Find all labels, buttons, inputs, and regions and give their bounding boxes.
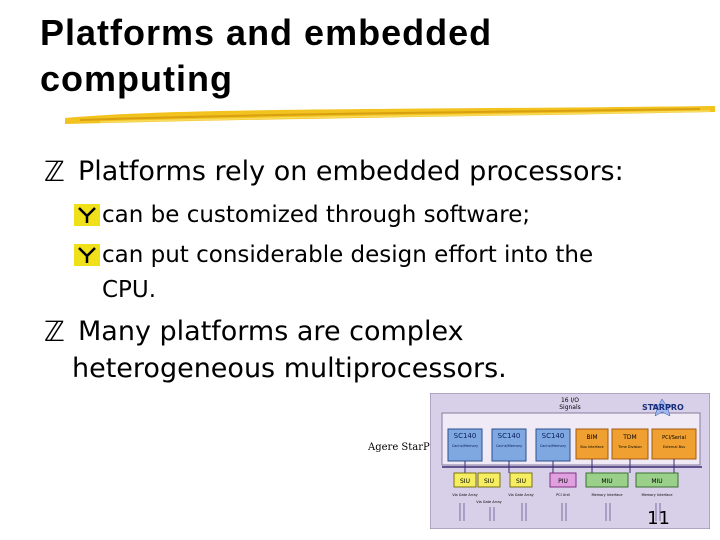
svg-text:SC140: SC140 — [498, 432, 521, 440]
bullet-text: can be customized through software; — [102, 202, 531, 228]
svg-text:Cache/Memory: Cache/Memory — [452, 444, 478, 448]
core-block: SC140 Cache/Memory — [491, 428, 527, 462]
bullet-continuation: CPU. — [102, 275, 156, 305]
core-block: SC140 Cache/Memory — [535, 428, 571, 462]
title-underline-brush — [65, 106, 715, 124]
svg-text:PCI/Serial: PCI/Serial — [662, 435, 686, 441]
z-bullet-icon: ℤ — [44, 155, 65, 188]
svg-text:Via Gate Array: Via Gate Array — [476, 500, 501, 504]
svg-text:Bus Interface: Bus Interface — [580, 445, 603, 449]
svg-text:Time Division: Time Division — [617, 445, 642, 449]
bullet-continuation: heterogeneous multiprocessors. — [72, 352, 507, 386]
bullet-text: Many platforms are complex — [78, 316, 464, 347]
lower-block: SIU Via Gate Array — [476, 472, 502, 504]
svg-text:Cache/Memory: Cache/Memory — [540, 444, 566, 448]
slide-title: Platforms and embedded computing — [40, 10, 640, 102]
chip-top-label: 16 I/O — [561, 397, 579, 404]
svg-text:STARPRO: STARPRO — [642, 403, 684, 412]
svg-text:TDM: TDM — [622, 434, 636, 441]
page-number: 11 — [647, 508, 670, 529]
svg-text:Via Gate Array: Via Gate Array — [452, 493, 477, 497]
chip-top-label-2: Signals — [559, 404, 581, 411]
lower-block: MIU Memory Interface — [585, 472, 629, 497]
z-bullet-icon: ℤ — [44, 315, 65, 348]
core-block: SC140 Cache/Memory — [447, 428, 483, 462]
svg-text:SC140: SC140 — [542, 432, 565, 440]
svg-text:PCI Unit: PCI Unit — [556, 493, 570, 497]
lower-block: MIU Memory Interface — [635, 472, 679, 497]
svg-text:MIU: MIU — [601, 478, 612, 485]
core-block: TDM Time Division — [611, 428, 649, 460]
svg-text:Cache/Memory: Cache/Memory — [496, 444, 522, 448]
starpro-chip-diagram: 16 I/O Signals STARPRO SC140 Cache/Memor… — [430, 393, 710, 529]
figure-caption: Agere StarPro — [368, 442, 441, 453]
lower-block: SIU Via Gate Array — [452, 472, 478, 497]
svg-text:MIU: MIU — [651, 478, 662, 485]
bullet-level1: ℤ Many platforms are complex — [44, 315, 464, 349]
slide-title-line2: computing — [40, 58, 233, 99]
core-block: BIM Bus Interface — [575, 428, 609, 460]
bullet-text: heterogeneous multiprocessors. — [72, 353, 507, 384]
svg-text:Memory Interface: Memory Interface — [591, 493, 622, 497]
slide-title-line1: Platforms and embedded — [40, 12, 493, 53]
svg-text:SIU: SIU — [460, 478, 470, 485]
svg-text:SIU: SIU — [516, 478, 526, 485]
svg-text:BIM: BIM — [586, 434, 597, 441]
starpro-logo: STARPRO — [642, 398, 684, 417]
checkbox-bullet-icon — [74, 244, 100, 266]
svg-text:Memory Interface: Memory Interface — [641, 493, 672, 497]
bullet-level2: can put considerable design effort into … — [74, 240, 593, 270]
bullet-text: Platforms rely on embedded processors: — [78, 156, 624, 187]
bullet-level2: can be customized through software; — [74, 200, 530, 230]
svg-text:Via Gate Array: Via Gate Array — [508, 493, 533, 497]
bullet-text: CPU. — [102, 277, 157, 303]
checkbox-bullet-icon — [74, 204, 100, 226]
lower-block: PIU PCI Unit — [549, 472, 577, 497]
core-block: PCI/Serial External Bus — [651, 428, 697, 460]
svg-text:SIU: SIU — [484, 478, 494, 485]
bullet-text: can put considerable design effort into … — [102, 242, 594, 268]
svg-text:PIU: PIU — [558, 478, 568, 485]
svg-text:External Bus: External Bus — [663, 445, 685, 449]
bullet-level1: ℤ Platforms rely on embedded processors: — [44, 155, 624, 189]
svg-text:SC140: SC140 — [454, 432, 477, 440]
lower-block: SIU Via Gate Array — [508, 472, 534, 497]
